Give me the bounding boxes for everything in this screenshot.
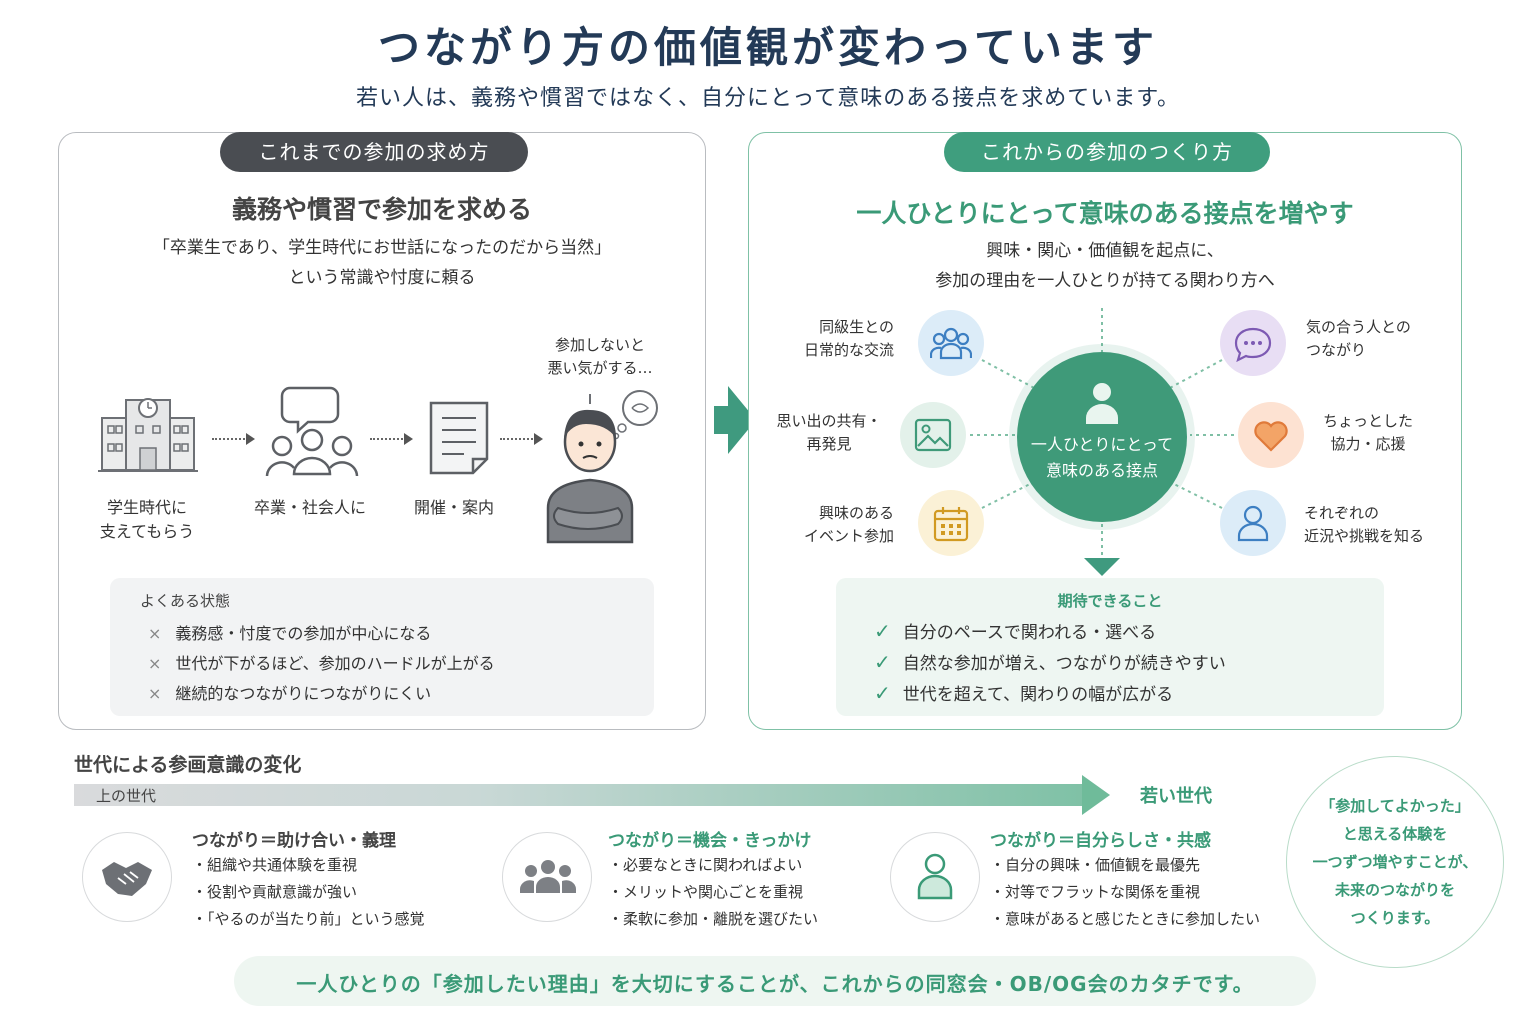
generation-item: ・「やるのが当たり前」という感覚 (192, 910, 425, 928)
generation-section-title: 世代による参画意識の変化 (74, 754, 302, 776)
cross-icon: × (148, 654, 162, 673)
flow-label-1-line2: 支えてもらう (99, 522, 195, 541)
meaningful-contact-hub (1017, 352, 1187, 522)
worried-thought-line2: 悪い気がする… (547, 359, 653, 377)
older-generation-label: 上の世代 (96, 787, 157, 805)
page-subtitle: 若い人は、義務や慣習ではなく、自分にとって意味のある接点を求めています。 (355, 86, 1181, 111)
school-building-icon (98, 398, 198, 472)
flow-label-1: 学生時代に 支えてもらう (82, 496, 212, 544)
check-icon: ✓ (874, 681, 891, 705)
left-panel-badge: これまでの参加の求め方 (220, 132, 528, 172)
common-status-box (110, 578, 654, 716)
check-icon: ✓ (874, 619, 891, 643)
flow-label-3: 開催・案内 (413, 498, 494, 517)
generation-list-younger: ・自分の興味・価値観を最優先 ・対等でフラットな関係を重視 ・意味があると感じた… (990, 852, 1260, 933)
right-description-line2: 参加の理由を一人ひとりが持てる関わり方へ (935, 271, 1275, 291)
node-label: 思い出の共有・再発見 (776, 412, 882, 453)
flow-label-1-line1: 学生時代に (106, 498, 187, 517)
flow-arrow-3-tip (534, 433, 543, 445)
left-quote-line1: 「卒業生であり、学生時代にお世話になったのだから当然」 (152, 238, 612, 258)
expected-results-box (836, 578, 1384, 716)
node-label: 興味のあるイベント参加 (803, 504, 894, 545)
generation-list-middle: ・必要なときに関わればよい ・メリットや関心ごとを重視 ・柔軟に参加・離脱を選び… (608, 852, 818, 933)
generation-list-older: ・組織や共通体験を重視 ・役割や貢献意識が強い ・「やるのが当たり前」という感覚 (192, 852, 425, 933)
cross-icon: × (148, 684, 162, 703)
person-icon (1237, 505, 1269, 542)
generation-head-younger: つながり＝自分らしさ・共感 (990, 831, 1211, 851)
hub-label-line2: 意味のある接点 (1045, 461, 1158, 480)
generation-circle-middle (502, 832, 592, 922)
group-icon (930, 327, 972, 360)
right-description-line1: 興味・関心・価値観を起点に、 (986, 241, 1224, 261)
generation-item: ・柔軟に参加・離脱を選びたい (608, 910, 819, 928)
expected-item: ✓世代を超えて、関わりの幅が広がる (874, 681, 1174, 705)
generation-head-older: つながり＝助け合い・義理 (192, 831, 396, 851)
hub-connectors (970, 308, 1234, 576)
person-icon (1086, 383, 1118, 424)
person-icon (917, 853, 953, 900)
footer-banner (234, 956, 1316, 1006)
hub-label-line1: 一人ひとりにとって (1030, 435, 1174, 454)
status-item: ×世代が下がるほど、参加のハードルが上がる (148, 654, 495, 673)
younger-generation-label: 若い世代 (1140, 786, 1212, 807)
heart-icon (1254, 421, 1288, 452)
expected-item: ✓自然な参加が増え、つながりが続きやすい (874, 650, 1226, 674)
worried-thought-line1: 参加しないと (554, 336, 645, 354)
chat-icon (1234, 327, 1272, 362)
check-icon: ✓ (874, 650, 891, 674)
generation-item: ・自分の興味・価値観を最優先 (990, 856, 1201, 874)
common-status-title: よくある状態 (140, 592, 231, 610)
right-description: 興味・関心・価値観を起点に、 参加の理由を一人ひとりが持てる関わり方へ (748, 236, 1462, 296)
photo-icon (914, 418, 952, 452)
left-quote: 「卒業生であり、学生時代にお世話になったのだから当然」 という常識や忖度に頼る (58, 233, 706, 293)
generation-head-middle: つながり＝機会・きっかけ (608, 831, 812, 851)
flow-arrow-1-tip (246, 433, 255, 445)
group-icon (520, 860, 576, 893)
flow-arrow-3 (500, 438, 536, 440)
right-heading: 一人ひとりにとって意味のある接点を増やす (856, 199, 1354, 228)
node-events (918, 490, 984, 556)
node-label: ちょっとした協力・応援 (1322, 412, 1413, 453)
worried-thought-text: 参加しないと 悪い気がする… (530, 334, 670, 380)
flow-arrow-1 (212, 438, 248, 440)
generation-item: ・役割や貢献意識が強い (192, 883, 358, 901)
calendar-icon (933, 507, 969, 542)
generation-item: ・意味があると感じたときに参加したい (990, 910, 1261, 928)
generation-item: ・組織や共通体験を重視 (192, 856, 358, 874)
status-item: ×継続的なつながりにつながりにくい (148, 684, 432, 703)
page-title: つながり方の価値観が変わっています (378, 23, 1158, 72)
generation-item: ・対等でフラットな関係を重視 (990, 883, 1201, 901)
generation-item: ・必要なときに関わればよい (608, 856, 803, 874)
status-item: ×義務感・忖度での参加が中心になる (148, 624, 432, 643)
node-label: 同級生との日常的な交流 (803, 318, 894, 359)
node-label: それぞれの近況や挑戦を知る (1304, 504, 1425, 545)
document-icon (429, 401, 489, 475)
flow-arrow-2-tip (404, 433, 413, 445)
closing-message-circle (1286, 756, 1504, 968)
flow-label-2: 卒業・社会人に (253, 498, 366, 517)
transition-arrow-icon (714, 386, 756, 454)
worried-person-icon (546, 390, 658, 544)
right-panel-badge: これからの参加のつくり方 (944, 132, 1270, 172)
expected-results-title: 期待できること (1057, 592, 1163, 610)
footer-message: 一人ひとりの「参加したい理由」を大切にすることが、これからの同窓会・OB/OG会… (296, 972, 1254, 996)
closing-message: 「参加してよかった」 と思える体験を 一つずつ増やすことが、 未来のつながりを … (1312, 797, 1478, 927)
node-memories (900, 402, 966, 468)
generation-item: ・メリットや関心ごとを重視 (608, 883, 804, 901)
hub-label: 一人ひとりにとって 意味のある接点 (1017, 432, 1187, 484)
left-quote-line2: という常識や忖度に頼る (288, 268, 476, 288)
handshake-icon (102, 862, 152, 896)
node-label: 気の合う人とのつながり (1306, 318, 1411, 359)
left-heading: 義務や慣習で参加を求める (231, 195, 532, 224)
generation-gradient-bar (74, 784, 1084, 806)
cross-icon: × (148, 624, 162, 643)
people-speech-icon (265, 386, 359, 477)
flow-arrow-2 (370, 438, 406, 440)
expected-item: ✓自分のペースで関われる・選べる (874, 619, 1157, 643)
generation-arrowhead (1082, 775, 1110, 815)
